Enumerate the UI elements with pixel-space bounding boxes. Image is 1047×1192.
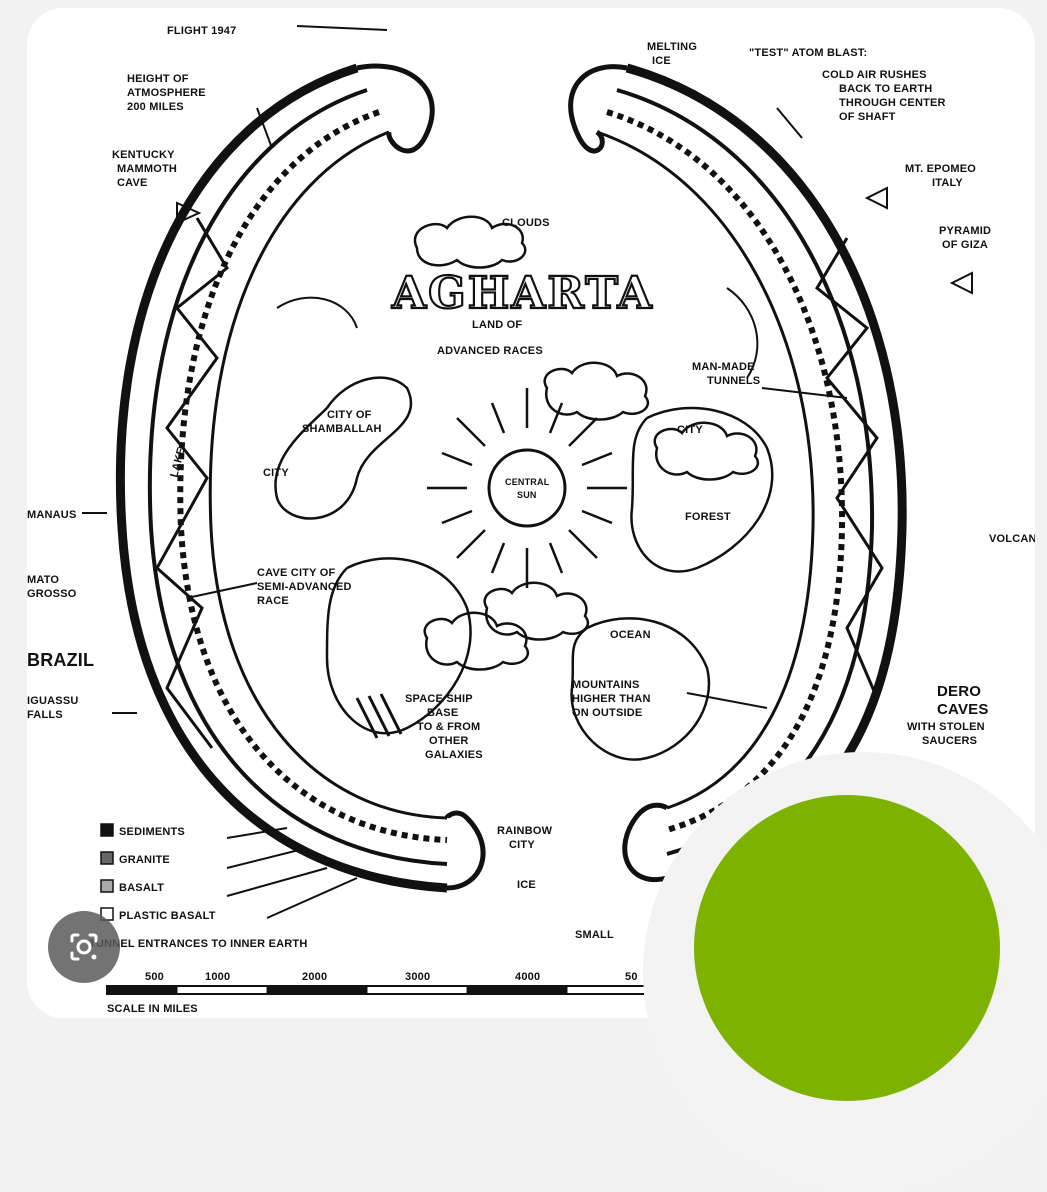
label-sun-2: SUN (517, 490, 537, 500)
label-rainbow-1: RAINBOW (497, 825, 553, 837)
label-pyramid-2: OF GIZA (942, 239, 988, 251)
label-melting-1: MELTING (647, 41, 697, 53)
label-cave-city-3: RACE (257, 595, 289, 607)
label-spaceship-1: SPACE SHIP (405, 693, 473, 705)
label-tunnels-1: MAN-MADE (692, 361, 755, 373)
google-lens-icon (70, 933, 98, 961)
label-iguassu-2: FALLS (27, 709, 63, 721)
legend-plastic-basalt: PLASTIC BASALT (119, 910, 216, 922)
label-subtitle-2: ADVANCED RACES (437, 345, 543, 357)
label-test-2: COLD AIR RUSHES (822, 69, 927, 81)
label-ocean: OCEAN (610, 629, 651, 641)
label-ice: ICE (517, 879, 536, 891)
label-kentucky-3: CAVE (117, 177, 148, 189)
label-mountains-1: MOUNTAINS (572, 679, 640, 691)
label-shamballah-2: SHAMBALLAH (302, 423, 382, 435)
label-atmosphere-2: ATMOSPHERE (127, 87, 206, 99)
label-clouds: CLOUDS (502, 217, 550, 229)
legend-sediments: SEDIMENTS (119, 826, 185, 838)
label-test-1: "TEST" ATOM BLAST: (749, 47, 867, 59)
label-spaceship-2: BASE (427, 707, 458, 719)
label-kentucky-2: MAMMOTH (117, 163, 177, 175)
label-test-4: THROUGH CENTER (839, 97, 946, 109)
label-small: SMALL (575, 929, 614, 941)
label-city-left: CITY (263, 467, 289, 479)
label-atmosphere-1: HEIGHT OF (127, 73, 189, 85)
label-shamballah-1: CITY OF (327, 409, 372, 421)
label-spaceship-4: OTHER (429, 735, 469, 747)
label-subtitle-1: LAND OF (472, 319, 522, 331)
label-etna-2: ITALY (932, 177, 963, 189)
label-dero-3: WITH STOLEN (907, 721, 985, 733)
hollow-earth-diagram: FLIGHT 1947 HEIGHT OF ATMOSPHERE 200 MIL… (27, 25, 1035, 1015)
label-mountains-2: HIGHER THAN (572, 693, 651, 705)
label-mountains-3: ON OUTSIDE (572, 707, 642, 719)
label-cave-city-1: CAVE CITY OF (257, 567, 335, 579)
label-melting-2: ICE (652, 55, 671, 67)
label-test-3: BACK TO EARTH (839, 83, 932, 95)
scale-tick-3: 3000 (405, 971, 430, 983)
scale-tick-1: 1000 (205, 971, 230, 983)
label-forest: FOREST (685, 511, 731, 523)
label-sun-1: CENTRAL (505, 477, 550, 487)
label-manaus: MANAUS (27, 509, 76, 521)
label-dero-1: DERO (937, 683, 981, 700)
label-mato-2: GROSSO (27, 588, 77, 600)
visual-search-button[interactable] (48, 911, 120, 983)
legend-basalt: BASALT (119, 882, 164, 894)
label-brazil: BRAZIL (27, 650, 94, 670)
label-etna-1: MT. EPOMEO (905, 163, 976, 175)
scale-title: SCALE IN MILES (107, 1003, 198, 1015)
green-circle-button[interactable] (694, 795, 1000, 1101)
label-flight: FLIGHT 1947 (167, 25, 236, 37)
scale-tick-0: 500 (145, 971, 164, 983)
diagram-title: AGHARTA (391, 268, 654, 319)
label-city-right: CITY (677, 424, 703, 436)
label-rainbow-2: CITY (509, 839, 535, 851)
label-spaceship-5: GALAXIES (425, 749, 483, 761)
image-card[interactable]: FLIGHT 1947 HEIGHT OF ATMOSPHERE 200 MIL… (27, 8, 1035, 1018)
label-dero-4: SAUCERS (922, 735, 977, 747)
label-cave-city-2: SEMI-ADVANCED (257, 581, 352, 593)
legend-tunnel-entrances: TUNNEL ENTRANCES TO INNER EARTH (89, 938, 307, 950)
scale-tick-5: 50 (625, 971, 638, 983)
label-dero-2: CAVES (937, 701, 989, 718)
label-test-5: OF SHAFT (839, 111, 896, 123)
label-atmosphere-3: 200 MILES (127, 101, 184, 113)
scale-tick-4: 4000 (515, 971, 540, 983)
label-spaceship-3: TO & FROM (417, 721, 480, 733)
legend-granite: GRANITE (119, 854, 170, 866)
label-volcano: VOLCANO (989, 533, 1035, 545)
label-tunnels-2: TUNNELS (707, 375, 760, 387)
label-iguassu-1: IGUASSU (27, 695, 79, 707)
label-lake: LAKE (168, 446, 188, 479)
scale-tick-2: 2000 (302, 971, 327, 983)
label-kentucky-1: KENTUCKY (112, 149, 175, 161)
label-mato-1: MATO (27, 574, 59, 586)
label-pyramid-1: PYRAMID (939, 225, 991, 237)
